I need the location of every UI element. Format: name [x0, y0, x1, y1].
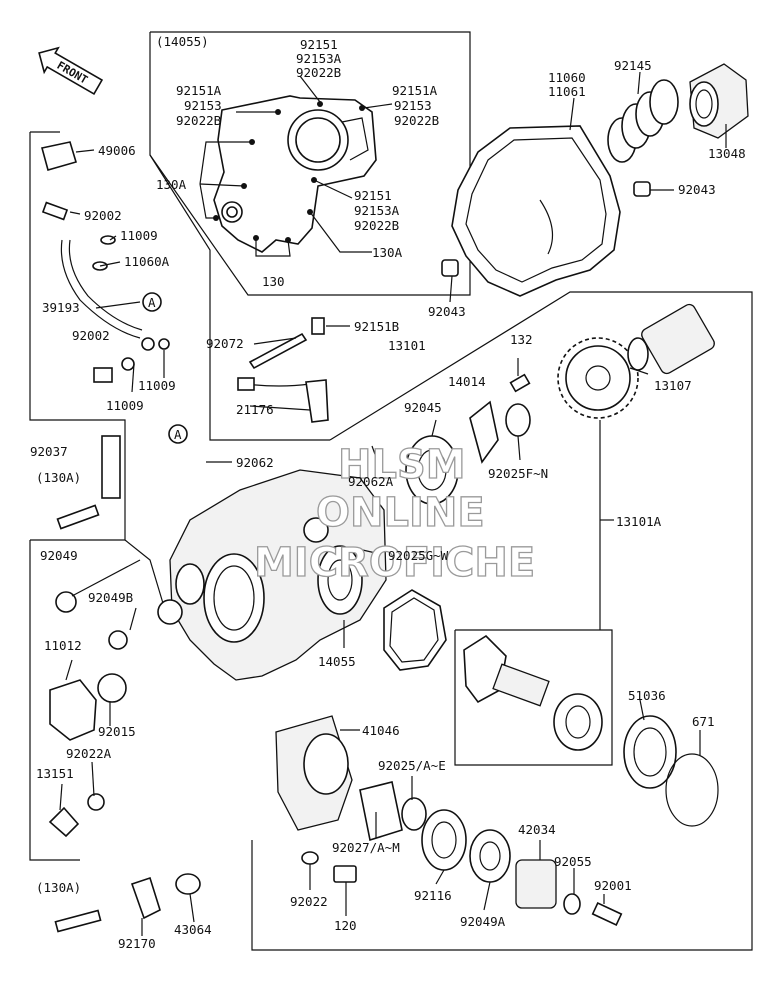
- label-92002-a: 92002: [84, 208, 122, 223]
- label-92153-left: 92153: [184, 98, 222, 113]
- label-11060a: 11060A: [124, 254, 170, 269]
- gasket-rear: [383, 589, 447, 671]
- label-11061: 11061: [548, 84, 586, 99]
- part-labels: (14055) 92151 92153A 92022B 92151A 92153…: [30, 34, 746, 951]
- lower-parts: [275, 715, 719, 926]
- label-92062a: 92062A: [348, 474, 394, 489]
- label-92022b-mid: 92022B: [354, 218, 399, 233]
- label-92022b-top: 92022B: [296, 65, 341, 80]
- label-92151-mid: 92151: [354, 188, 392, 203]
- label-92022: 92022: [290, 894, 328, 909]
- label-92145: 92145: [614, 58, 652, 73]
- label-92151-top: 92151: [300, 37, 338, 52]
- cover-plate: [213, 95, 377, 253]
- callout-a-upper: A: [142, 292, 162, 312]
- label-92045: 92045: [404, 400, 442, 415]
- label-21176: 21176: [236, 402, 274, 417]
- label-92049: 92049: [40, 548, 78, 563]
- label-42034: 42034: [518, 822, 556, 837]
- label-92153-right: 92153: [394, 98, 432, 113]
- spring: [607, 79, 679, 163]
- front-arrow-icon: FRONT: [38, 46, 104, 96]
- callout-a-lower-text: A: [174, 427, 182, 442]
- label-92153a-mid: 92153A: [354, 203, 400, 218]
- label-41046: 41046: [362, 723, 400, 738]
- label-92055: 92055: [554, 854, 592, 869]
- watermark-line-3: MICROFICHE: [254, 540, 535, 586]
- label-92153a-top: 92153A: [296, 51, 342, 66]
- label-130: 130: [262, 274, 285, 289]
- label-92025f-n: 92025F~N: [488, 466, 548, 481]
- label-92022b-right: 92022B: [394, 113, 439, 128]
- callout-a-upper-text: A: [148, 295, 156, 310]
- label-92062: 92062: [236, 455, 274, 470]
- label-92049a: 92049A: [460, 914, 506, 929]
- label-92025a-e: 92025/A~E: [378, 758, 446, 773]
- label-11009-a: 11009: [120, 228, 158, 243]
- label-14055-inset: (14055): [156, 34, 209, 49]
- label-14014: 14014: [448, 374, 486, 389]
- pinion-shaft: [627, 303, 715, 375]
- label-92015: 92015: [98, 724, 136, 739]
- pinion-gear: [557, 337, 639, 419]
- sensor-group: [237, 317, 329, 423]
- label-13101: 13101: [388, 338, 426, 353]
- label-130a-2: 130A: [372, 245, 403, 260]
- label-92043-b: 92043: [428, 304, 466, 319]
- callout-a-lower: A: [168, 424, 188, 444]
- label-13101a: 13101A: [616, 514, 662, 529]
- label-49006: 49006: [98, 143, 136, 158]
- label-39193: 39193: [42, 300, 80, 315]
- label-130a-paren-1: (130A): [36, 470, 81, 485]
- label-92151a-right: 92151A: [392, 83, 438, 98]
- label-132: 132: [510, 332, 533, 347]
- label-11009-b: 11009: [138, 378, 176, 393]
- label-92037: 92037: [30, 444, 68, 459]
- label-92151b: 92151B: [354, 319, 399, 334]
- label-92001: 92001: [594, 878, 632, 893]
- label-92151a-left: 92151A: [176, 83, 222, 98]
- watermark-line-1: HLSM: [338, 442, 466, 488]
- label-130a-paren-2: (130A): [36, 880, 81, 895]
- label-92116: 92116: [414, 888, 452, 903]
- label-92022a: 92022A: [66, 746, 112, 761]
- label-13107: 13107: [654, 378, 692, 393]
- dowel-pin: [441, 259, 459, 277]
- watermark: HLSM ONLINE MICROFICHE: [253, 441, 536, 586]
- gasket: [451, 125, 621, 297]
- label-671: 671: [692, 714, 715, 729]
- ring-gear-assembly: [463, 634, 603, 751]
- label-13151: 13151: [36, 766, 74, 781]
- gear-case: [169, 469, 387, 681]
- label-92027a-m: 92027/A~M: [332, 840, 400, 855]
- label-92022b-left: 92022B: [176, 113, 221, 128]
- label-11060: 11060: [548, 70, 586, 85]
- label-92002-b: 92002: [72, 328, 110, 343]
- coupling: [689, 63, 749, 139]
- label-130a-1: 130A: [156, 177, 187, 192]
- label-11012: 11012: [44, 638, 82, 653]
- label-92072: 92072: [206, 336, 244, 351]
- label-120: 120: [334, 918, 357, 933]
- group-frames: [29, 31, 753, 951]
- label-92170: 92170: [118, 936, 156, 951]
- breather-assembly: [41, 141, 170, 383]
- leader-lines: [59, 71, 727, 936]
- label-92049b: 92049B: [88, 590, 133, 605]
- left-hardware: [48, 435, 201, 933]
- label-13048: 13048: [708, 146, 746, 161]
- label-14055: 14055: [318, 654, 356, 669]
- label-51036: 51036: [628, 688, 666, 703]
- label-92025g-w: 92025G~W: [388, 548, 449, 563]
- watermark-line-2: ONLINE: [316, 490, 485, 536]
- label-92043-a: 92043: [678, 182, 716, 197]
- dowel-pin: [633, 181, 651, 197]
- bearing-92045: [405, 373, 531, 505]
- label-11009-c: 11009: [106, 398, 144, 413]
- label-43064: 43064: [174, 922, 212, 937]
